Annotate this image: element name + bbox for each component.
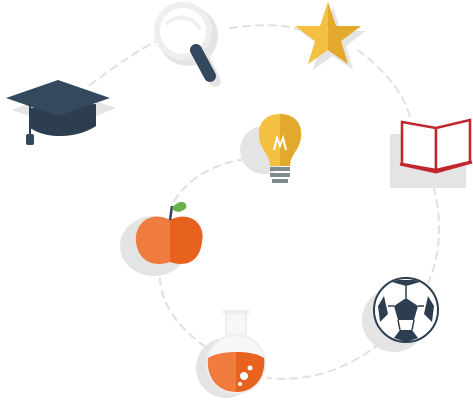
magnifying-glass-icon [154, 2, 221, 87]
light-bulb-icon [240, 114, 302, 183]
soccer-ball-icon [362, 277, 439, 352]
graduation-cap-icon [6, 80, 116, 145]
open-book-icon [390, 118, 473, 188]
outer-dashed-arc [89, 24, 441, 380]
star-icon [295, 2, 366, 70]
flask-icon [196, 310, 266, 398]
apple-icon [120, 201, 203, 276]
